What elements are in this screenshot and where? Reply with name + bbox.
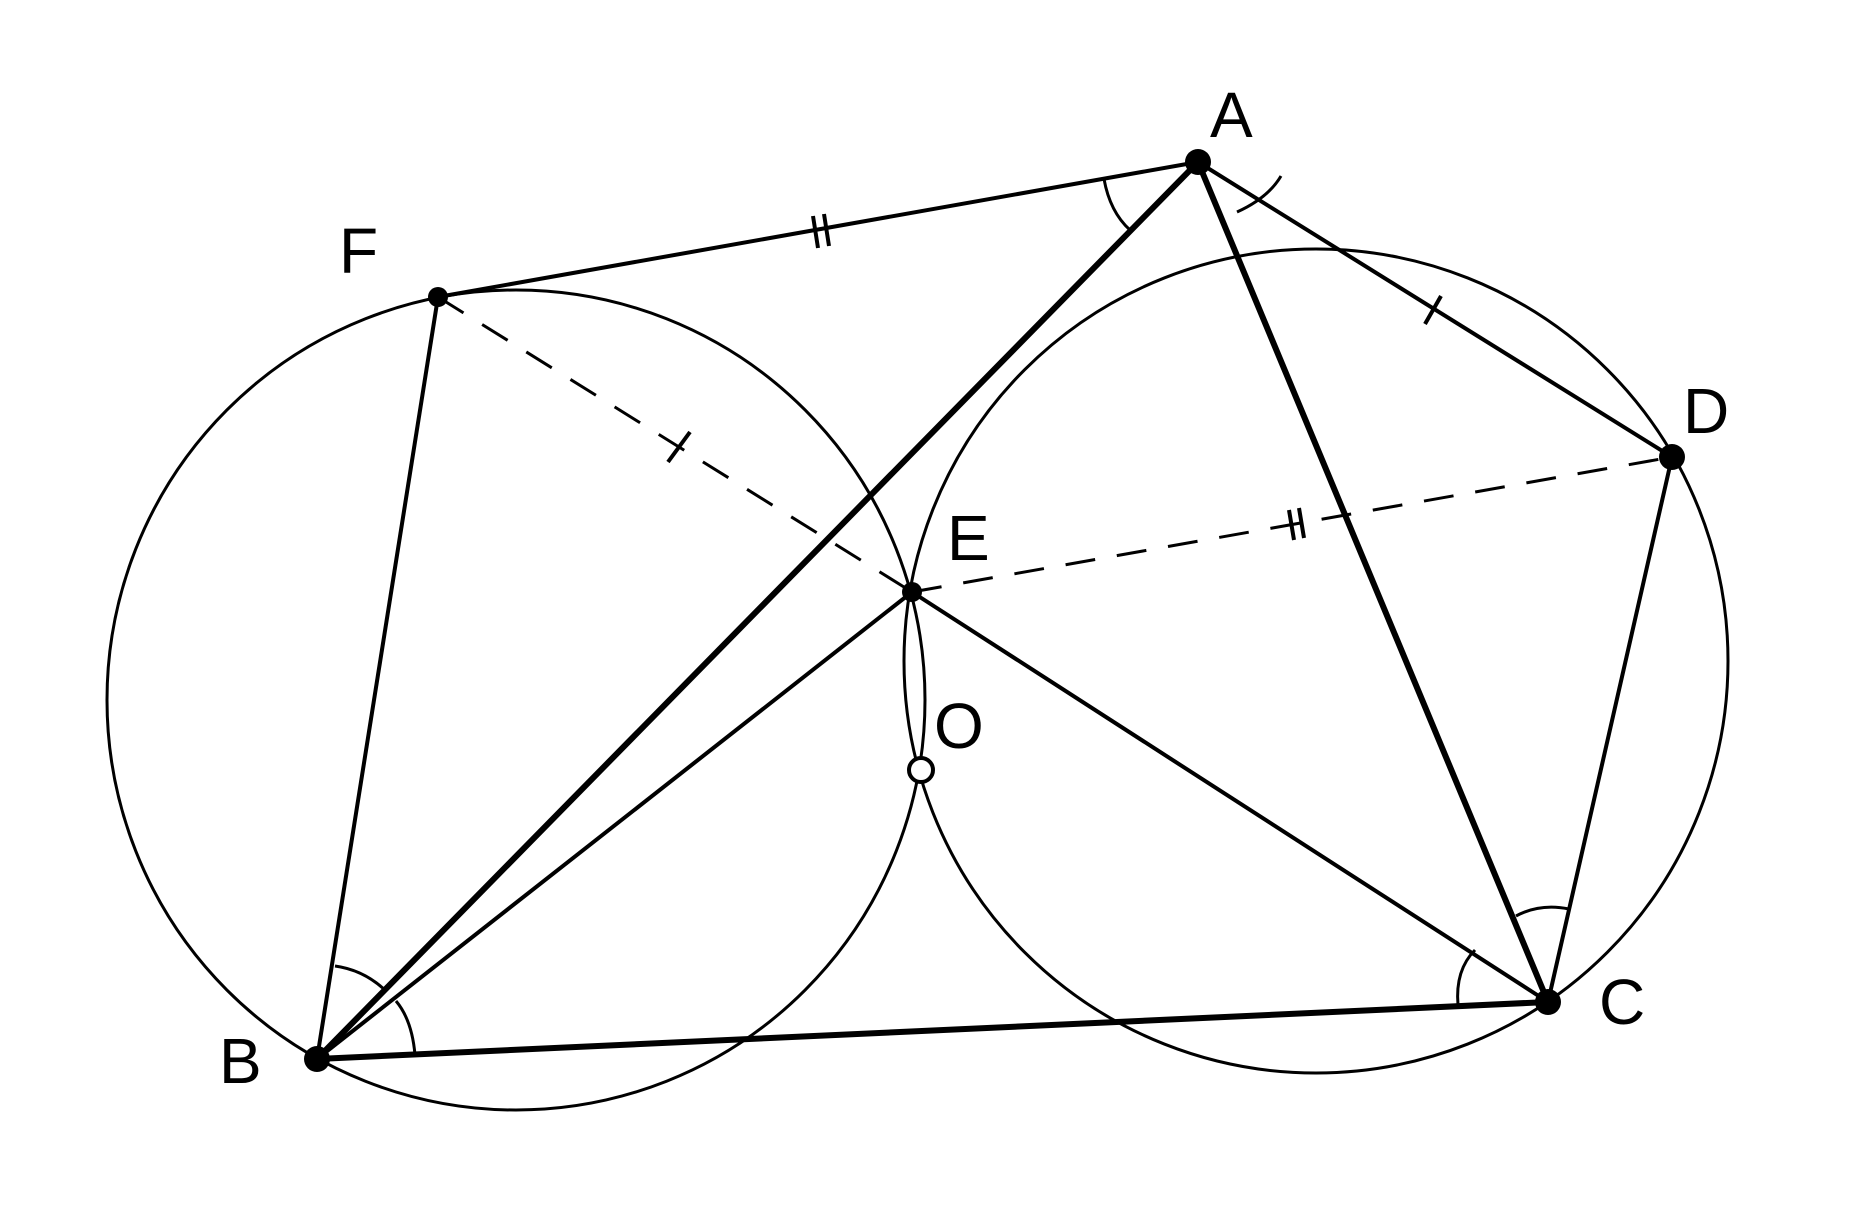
label-C: C [1599,966,1645,1038]
point-A [1185,149,1211,175]
segment-EC [910,590,1550,1004]
segment-BC [316,999,1549,1062]
point-E [902,582,922,602]
label-F: F [339,215,378,287]
segment-AC [1195,160,1551,1004]
point-D [1659,444,1685,470]
tick-FA-1 [811,215,820,249]
label-O: O [934,690,984,762]
right-circle [902,247,1730,1075]
point-O [907,756,935,784]
point-B [304,1046,330,1072]
tick-ED-1 [1287,509,1296,541]
segment-BE [315,590,914,1061]
angle-arc-A-left [1102,178,1132,232]
left-circle [105,288,927,1112]
segment-FE-dashed [437,295,913,594]
point-C [1535,989,1561,1015]
angle-arc-A-right [1236,175,1283,214]
tick-AD [1423,295,1443,325]
segment-AB [314,159,1201,1062]
label-E: E [947,502,990,574]
angle-arc-B-lower [394,1000,417,1056]
segment-FA [437,160,1199,299]
segment-DC [1546,456,1674,1003]
tick-FA-2 [822,213,831,247]
segment-FB [315,296,440,1060]
angle-arc-C-left [1456,948,1477,1006]
angle-arc-B-upper [334,964,388,993]
label-A: A [1210,79,1253,151]
label-D: D [1683,375,1729,447]
label-B: B [219,1025,262,1097]
point-F [428,287,448,307]
angle-arc-C-upper [1515,905,1570,918]
tick-ED-2 [1297,507,1306,539]
tick-FE [666,430,692,464]
